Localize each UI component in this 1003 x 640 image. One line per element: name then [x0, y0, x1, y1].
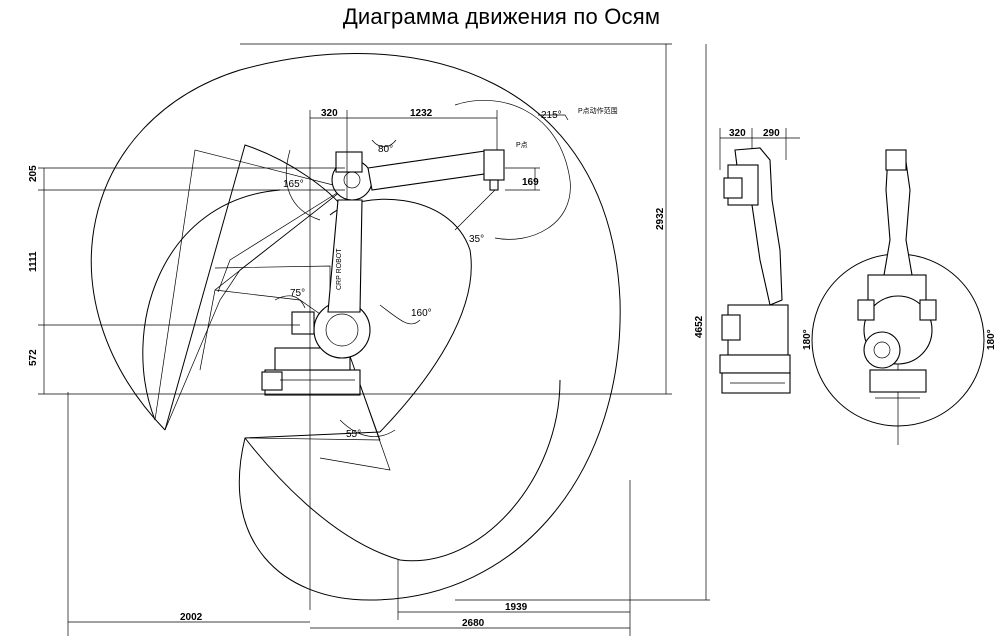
- dim-1232: 1232: [410, 108, 433, 119]
- angle-55: 55°: [346, 429, 361, 440]
- dimension-lines: [38, 43, 710, 636]
- robot-front-view: [719, 128, 800, 394]
- robot-top-view: [811, 149, 985, 445]
- dim-169: 169: [522, 177, 539, 188]
- dim-2932: 2932: [655, 207, 666, 230]
- dim-572: 572: [28, 349, 39, 366]
- dim-2002: 2002: [180, 612, 203, 623]
- top-angle-right: 180°: [986, 329, 997, 350]
- diagram-title: Диаграмма движения по Осям: [342, 4, 661, 29]
- p-range-label: P点动作范围: [578, 106, 618, 115]
- dim-2680: 2680: [462, 618, 485, 629]
- front-dim-320: 320: [729, 128, 746, 139]
- work-envelope: [90, 53, 621, 601]
- angle-75: 75°: [290, 288, 305, 299]
- dim-205: 205: [28, 165, 39, 182]
- top-angle-left: 180°: [802, 329, 813, 350]
- angle-160: 160°: [411, 308, 432, 319]
- dim-320-side: 320: [321, 108, 338, 119]
- dim-4652: 4652: [694, 315, 705, 338]
- brand-text: CRP ROBOT: [336, 248, 343, 290]
- angle-80: 80°: [378, 144, 393, 155]
- angle-35: 35°: [469, 234, 484, 245]
- angle-215: 215°: [541, 110, 562, 121]
- dim-1939: 1939: [505, 602, 528, 613]
- p-point-label: P点: [516, 141, 528, 149]
- dim-1111: 1111: [28, 251, 39, 272]
- angle-165: 165°: [283, 179, 304, 190]
- front-dim-290: 290: [763, 128, 780, 139]
